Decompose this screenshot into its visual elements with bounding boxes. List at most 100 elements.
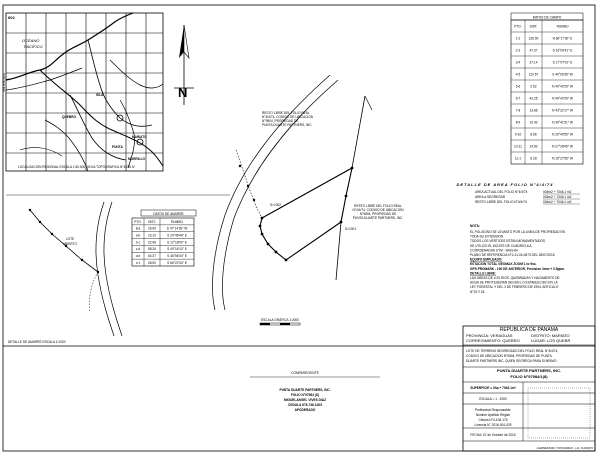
campo-cell: 5-6: [516, 85, 521, 89]
amarre-cell: 26.06: [148, 227, 156, 231]
notes-title: NOTA:: [470, 224, 480, 228]
scale-text: ESCALA GRÁFICA 1:2000: [261, 318, 299, 322]
note-line: SE UTILIZO EL MOJITE DE CUADRICULA: [470, 244, 532, 248]
corregimiento: CORREGIMIENTO: QUEBRO: [466, 338, 520, 343]
resto-right-line-2: N°4/4/74, CODIGO DE UBICACION: [352, 208, 404, 212]
campo-cell: N 49°42'05" W: [552, 85, 573, 89]
campo-cell: 0.52: [530, 85, 536, 89]
resto-right-line-1: RESTO LIBRE DEL FOLIO REAL: [354, 204, 402, 208]
amarre-caption: DETALLE DE AMARRE ESCALA 1:2000: [8, 340, 66, 344]
parcel-drawing: RESTO LIBRE DEL FOLIO REAL N°4/4/74, COD…: [212, 74, 404, 326]
campo-cell: 6-7: [516, 97, 521, 101]
campo-cell: 14.90: [530, 145, 538, 149]
amarre-cell: S 20°46'44" E: [167, 234, 187, 238]
campo-cell: 13.86: [530, 109, 538, 113]
campo-cell: 8-9: [516, 121, 521, 125]
map-side-label: SIN ESCALA: [2, 72, 6, 92]
campo-cell: 37.14: [530, 61, 538, 65]
campo-cell: 7-8: [516, 109, 521, 113]
map-corner-label: 602: [8, 15, 15, 20]
north-letter: N: [178, 85, 187, 100]
place-quebro: QUEBRO: [62, 115, 77, 119]
ocean-label-1: OCÉANO: [22, 38, 39, 43]
map-caption: LOCALIZACION REGIONAL ESCALA 1:50,000, H…: [18, 165, 136, 169]
location-map: 602 OCÉANO PACÍFICO QUEBRO PUNTA MARIATO…: [2, 12, 164, 172]
campo-cell: N 27°28'45" W: [552, 145, 573, 149]
amarre-cell: d-e: [136, 254, 141, 258]
amarre-header-cell: DIST.: [148, 220, 156, 224]
campo-cell: N 66°17'30" E: [553, 37, 573, 41]
area-row-2-value: 004m2 + 7046.1 m2: [543, 195, 572, 199]
area-row-3-value: 004m2 + 7046.1 m2: [543, 200, 572, 204]
note-line: COORDENADAS UTM - WGS-84: [470, 248, 518, 252]
comparece-line-3: MIGUELANGEL VIVES DIAZ: [284, 398, 326, 402]
owner-folio: FOLIO N°97984/1(8): [510, 374, 548, 379]
amarre-cell: S 66°22'34" E: [167, 261, 187, 265]
note-line: ESTACION TOTAL GEOMAX ZOOM 1 to 9ss.: [470, 262, 537, 266]
point-a-label: S=1001: [345, 227, 356, 231]
amarre-cell: S 70°14'39" W: [167, 227, 188, 231]
lot-label-1: LOTE: [66, 237, 74, 241]
amarre-cell: a-b: [136, 234, 141, 238]
agrimensor-line-2: Nombre Apellido Registr: [476, 413, 511, 417]
amarre-cell: S 12°18'00" E: [167, 240, 187, 244]
agrimensor-line-4: Licencia N° 2016-004-029: [475, 423, 512, 427]
note-line: GPS PROMARK - 100 DE ANTERIOR, Precision…: [470, 267, 565, 271]
ocean-label-2: PACÍFICO: [24, 44, 43, 49]
comparece-label: COMPARECIENTE: [291, 371, 319, 375]
note-line: N°23 Y 24.: [470, 290, 485, 294]
resto-right-line-3: N°9804, PROPIEDAD DE: [360, 212, 397, 216]
resto-right-line-4: PUNTA DUARTE PARTNERS, INC.: [353, 216, 404, 220]
agrimensor-line-1: Profesional Responsable:: [475, 408, 511, 412]
lugar: LUGAR: LOS QUEBR: [531, 338, 570, 343]
superficie: SUPERFICIE = 0ha + 7046.1m²: [470, 386, 516, 390]
comparece-line-1: PUNTA DUARTE PARTNERS, INC.: [279, 388, 330, 392]
resto-top-line-3: N°9804, PROPIEDAD DE: [262, 119, 299, 123]
amarre-cell: e-f: [136, 261, 140, 265]
place-isla: ISLA: [96, 93, 104, 97]
campo-cell: 42.25: [530, 97, 538, 101]
description-line-1: LOTE DE TERRENO SEGREGADO DEL FOLIO REAL…: [466, 349, 558, 353]
amarre-cell: S 40°16'13" E: [167, 247, 187, 251]
amarre-cell: 23.10: [148, 234, 156, 238]
campo-cell: N 29°40'55" W: [552, 133, 573, 137]
graphic-scale: ESCALA GRÁFICA 1:2000: [259, 318, 301, 326]
comparece-block: COMPARECIENTE PUNTA DUARTE PARTNERS, INC…: [250, 371, 380, 412]
note-line: LEY FORESTAL Y DEL 3 DE FEBRERO DE 1994,…: [470, 285, 559, 289]
amarre-cell: 8-a: [136, 227, 141, 231]
area-row-2-label: AREA a SEGREGAR: [475, 195, 506, 199]
area-title: DETALLE DE AREA FOLIO N°4/4/74: [456, 182, 553, 187]
place-mariato: MARIATO: [132, 135, 147, 139]
campo-cell: 11-1: [515, 157, 521, 161]
republica: REPUBLICA DE PANAMA: [500, 327, 559, 333]
campo-cell: 126.90: [529, 37, 539, 41]
campo-cell: 9-10: [515, 133, 522, 137]
resto-top-line-2: N°4/4/74, CODIGO DE UBICACION: [262, 115, 314, 119]
note-line: TODA SU EXTENSION: [470, 235, 504, 239]
lot-label-2: ABIERTO: [63, 242, 77, 246]
campo-header-cell: PTO.: [514, 25, 521, 29]
comparece-line-5: APODERADO: [295, 408, 316, 412]
seal-box: [527, 387, 591, 439]
campo-cell: N 49°42'05" W: [552, 97, 573, 101]
note-line: EQUIPO EMPLEADO:: [470, 258, 502, 262]
campo-cell: 6.28: [530, 157, 536, 161]
campo-cell: 8.66: [530, 133, 536, 137]
sheet-border: [2, 4, 596, 452]
note-line: LAS AREAS DE LOS RIOS, QUEBRADAS Y NACIM…: [470, 276, 560, 280]
campo-cell: 110.57: [529, 73, 539, 77]
datos-campo-title: DATOS DE CAMPO: [533, 16, 562, 20]
amarre-cell: 28.92: [148, 261, 156, 265]
provincia: PROVINCIA: VERAGUAS: [466, 333, 513, 338]
campo-header-cell: DIST.: [530, 25, 538, 29]
area-detail: DETALLE DE AREA FOLIO N°4/4/74 AREA ACTU…: [456, 182, 580, 205]
campo-cell: 10-11: [514, 145, 522, 149]
amarre-cell: c-d: [136, 247, 141, 251]
note-line: AGUA SE PROTEGERAN SEGUN LO ESTABLECIDO …: [470, 281, 558, 285]
campo-cell: 10.40: [530, 121, 538, 125]
distrito: DISTRITO: MARIATO: [531, 333, 570, 338]
amarre-detail: LOTE ABIERTO DATOS DE AMARRE PTO.DIST.RU…: [6, 194, 230, 344]
amarre-title: DATOS DE AMARRE: [153, 212, 183, 216]
campo-header-cell: RUMBO: [557, 25, 569, 29]
